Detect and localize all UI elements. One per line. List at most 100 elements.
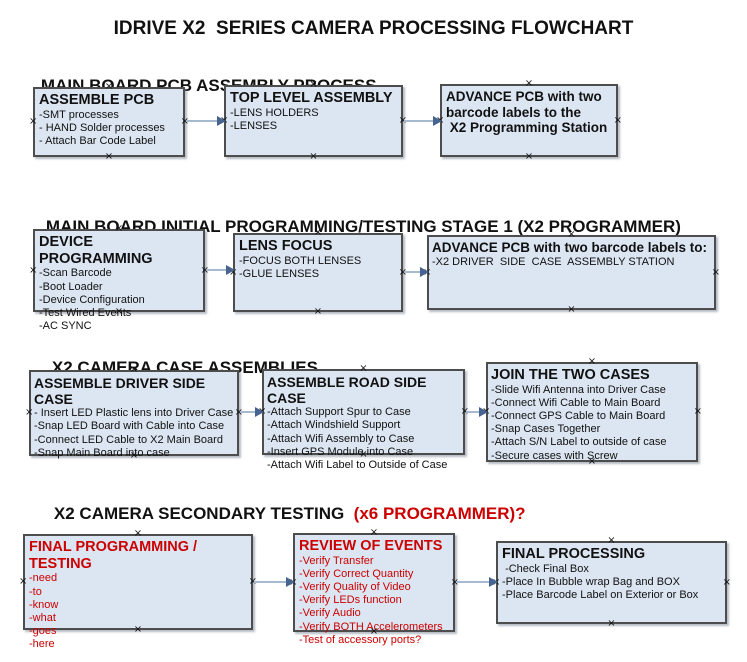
box-item: -Snap Cases Together [491, 423, 601, 436]
connection-handle-icon: × [567, 304, 576, 315]
box-item: -Device Configuration [39, 293, 145, 306]
connection-handle-icon: × [524, 151, 534, 162]
box-final-programming-testing[interactable]: FINAL PROGRAMMING / TESTING -need-to-kno… [19, 529, 257, 651]
box-item: -Verify LEDs function [299, 594, 402, 607]
section-heading-red-text: (x6 PROGRAMMER)? [353, 504, 526, 523]
box-assemble-driver-side-case[interactable]: ASSEMBLE DRIVER SIDE CASE - Insert LED P… [25, 365, 243, 461]
box-item: -Attach Windshield Support [267, 419, 401, 432]
box-advance-pcb-driver-side[interactable]: ADVANCE PCB with two barcode labels to: … [423, 230, 720, 315]
box-item: -GLUE LENSES [239, 267, 320, 280]
box-item: -Boot Loader [39, 280, 103, 293]
box-join-the-two-cases[interactable]: JOIN THE TWO CASES -Slide Wifi Antenna i… [482, 357, 702, 467]
box-item: -X2 DRIVER SIDE CASE ASSEMBLY STATION [432, 255, 675, 268]
connection-handle-icon: × [607, 618, 616, 629]
box-item: -Scan Barcode [39, 267, 112, 280]
connection-handle-icon: × [711, 266, 720, 278]
flow-arrow [404, 116, 442, 126]
box-advance-pcb-programming-station[interactable]: ADVANCE PCB with two barcode labels to t… [436, 79, 622, 162]
connection-handle-icon: × [613, 114, 622, 126]
connection-handle-icon: × [693, 406, 702, 417]
box-item: -need [29, 572, 58, 585]
box-assemble-road-side-case[interactable]: ASSEMBLE ROAD SIDE CASE -Attach Support … [258, 364, 469, 471]
box-lens-focus[interactable]: LENS FOCUS -FOCUS BOTH LENSES-GLUE LENSE… [229, 228, 407, 317]
box-title: JOIN THE TWO CASES [491, 367, 650, 383]
box-item: -LENSES [230, 119, 278, 132]
box-items: -LENS HOLDERS-LENSES [230, 107, 397, 133]
flow-arrow [466, 407, 488, 417]
arrowhead-icon [286, 577, 295, 587]
box-item: -Verify BOTH Accelerometers [299, 620, 443, 633]
box-item: -Connect LED Cable to X2 Main Board [34, 433, 223, 446]
arrowhead-icon [255, 407, 264, 417]
arrowhead-icon [217, 116, 226, 126]
box-item: -Insert GPS Module into Case [267, 445, 414, 458]
box-title: ADVANCE PCB with two barcode labels to t… [446, 89, 608, 136]
connection-handle-icon: × [25, 407, 34, 418]
box-title: DEVICE PROGRAMMING [39, 234, 153, 267]
box-item: -Connect GPS Cable to Main Board [491, 410, 666, 423]
box-device-programming[interactable]: DEVICE PROGRAMMING -Scan Barcode-Boot Lo… [29, 224, 209, 333]
box-item: -SMT processes [39, 108, 119, 121]
connection-handle-icon: × [607, 535, 616, 546]
box-item: -Slide Wifi Antenna into Driver Case [491, 383, 666, 396]
box-item: -Attach S/N Label to outside of case [491, 436, 667, 449]
box-item: -Verify Correct Quantity [299, 567, 414, 580]
box-item: -to [29, 585, 42, 598]
box-item: -Check Final Box [502, 562, 589, 575]
flow-arrow [206, 265, 235, 275]
connection-handle-icon: × [359, 363, 368, 374]
connection-handle-icon: × [587, 356, 597, 367]
page-title: IDRIVE X2 SERIES CAMERA PROCESSING FLOWC… [113, 18, 634, 39]
connection-handle-icon: × [104, 151, 114, 162]
box-item: -Test of accessory ports? [299, 633, 422, 646]
box-title: ASSEMBLE ROAD SIDE CASE [267, 374, 431, 407]
arrowhead-icon [489, 577, 498, 587]
connection-handle-icon: × [722, 576, 731, 588]
box-item: -Verify Quality of Video [299, 581, 411, 594]
box-items: -Slide Wifi Antenna into Driver Case-Con… [491, 384, 693, 463]
box-item: -what [29, 611, 56, 624]
box-item: - Insert LED Plastic lens into Driver Ca… [34, 407, 234, 420]
arrowhead-icon [479, 407, 488, 417]
connection-handle-icon: × [234, 407, 243, 418]
box-final-processing[interactable]: FINAL PROCESSING -Check Final Box-Place … [492, 536, 731, 629]
box-item: -Snap LED Board with Cable into Case [34, 420, 225, 433]
box-items: -FOCUS BOTH LENSES-GLUE LENSES [239, 255, 397, 281]
box-title: REVIEW OF EVENTS [299, 538, 443, 554]
box-top-level-assembly[interactable]: TOP LEVEL ASSEMBLY -LENS HOLDERS-LENSES … [220, 80, 407, 162]
connection-handle-icon: × [309, 151, 318, 162]
box-item: -Test Wired Events [39, 306, 132, 319]
flow-arrow [240, 407, 264, 417]
flow-arrow [186, 116, 226, 126]
box-items: -Attach Support Spur to Case-Attach Wind… [267, 406, 460, 472]
box-title: ADVANCE PCB with two barcode labels to: [432, 240, 708, 255]
connection-handle-icon: × [29, 264, 38, 276]
box-title: ASSEMBLE PCB [39, 92, 155, 108]
box-items: -Check Final Box-Place In Bubble wrap Ba… [502, 563, 721, 603]
box-item: -Place Barcode Label on Exterior or Box [502, 589, 699, 602]
arrowhead-icon [420, 267, 429, 277]
box-item: - HAND Solder processes [39, 121, 165, 134]
box-review-of-events[interactable]: REVIEW OF EVENTS -Verify Transfer-Verify… [289, 528, 459, 646]
box-items: - Insert LED Plastic lens into Driver Ca… [34, 407, 234, 460]
box-item: -FOCUS BOTH LENSES [239, 254, 362, 267]
connection-handle-icon: × [29, 116, 38, 127]
connection-handle-icon: × [313, 306, 323, 317]
box-title: LENS FOCUS [239, 238, 333, 254]
arrowhead-icon [433, 116, 442, 126]
box-item: -Place In Bubble wrap Bag and BOX [502, 575, 680, 588]
flow-arrow [404, 267, 429, 277]
box-items: -Scan Barcode-Boot Loader-Device Configu… [39, 267, 199, 333]
box-item: -Verify Audio [299, 607, 361, 620]
box-title: TOP LEVEL ASSEMBLY [230, 90, 393, 106]
box-item: -Secure cases with Screw [491, 449, 618, 462]
section-heading-text: X2 CAMERA SECONDARY TESTING [53, 504, 354, 523]
box-item: -here [29, 638, 55, 651]
section-heading-secondary-testing: X2 CAMERA SECONDARY TESTING (x6 PROGRAMM… [35, 484, 526, 544]
box-item: -Attach Wifi Label to Outside of Case [267, 458, 448, 471]
box-item: -Connect Wifi Cable to Main Board [491, 396, 661, 409]
box-assemble-pcb[interactable]: ASSEMBLE PCB -SMT processes- HAND Solder… [29, 82, 189, 162]
box-item: -Attach Wifi Assembly to Case [267, 432, 415, 445]
box-item: - Attach Bar Code Label [39, 135, 156, 148]
box-title: ASSEMBLE DRIVER SIDE CASE [34, 375, 210, 408]
